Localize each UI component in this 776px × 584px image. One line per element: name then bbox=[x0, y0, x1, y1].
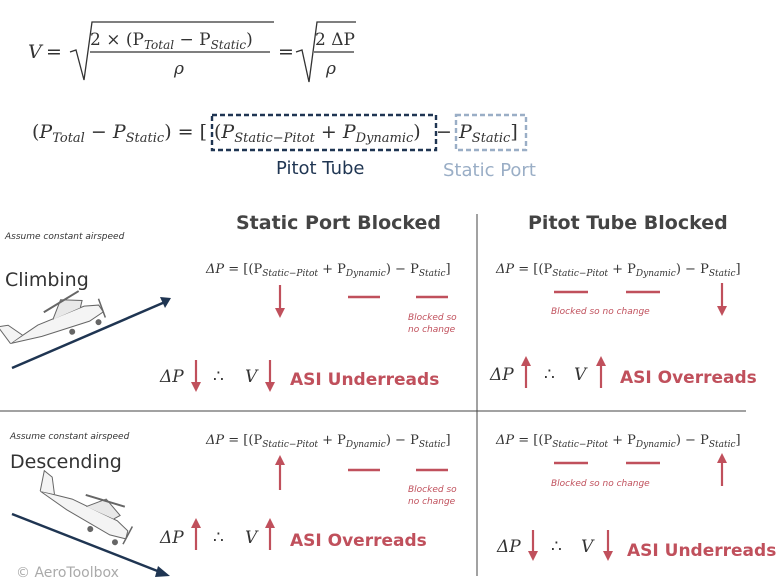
velocity-symbol-small: V bbox=[574, 365, 588, 385]
arrow-up-delta-p bbox=[191, 518, 201, 550]
arrow-up-velocity bbox=[265, 518, 275, 550]
equals-sign-2: = bbox=[278, 41, 294, 63]
velocity-formula: V = 2 × (PTotal − PStatic) ρ = 2 ΔP ρ bbox=[28, 21, 356, 83]
velocity-symbol-small: V bbox=[245, 528, 259, 548]
descending-note: Assume constant airspeed bbox=[9, 432, 130, 442]
descending-label: Descending bbox=[10, 451, 122, 473]
blocked-note: Blocked so no change bbox=[551, 479, 650, 489]
rho-symbol-2: ρ bbox=[325, 59, 336, 79]
eq-desc-static: ΔP = [(PStatic−Pitot + PDynamic) − PStat… bbox=[205, 433, 451, 450]
climb-path-arrowhead bbox=[160, 297, 171, 308]
radical-sign-1 bbox=[69, 21, 274, 81]
delta-p-symbol: ΔP bbox=[159, 528, 184, 548]
arrow-down-static bbox=[717, 283, 727, 316]
aircraft-descending-icon bbox=[39, 469, 134, 546]
pitot-tube-terms: (PStatic−Pitot + PDynamic) bbox=[214, 121, 421, 146]
column-header-static-blocked: Static Port Blocked bbox=[236, 212, 441, 234]
arrow-up-static-pitot bbox=[275, 455, 285, 490]
descent-path-arrowhead bbox=[155, 566, 170, 577]
climb-path-arrow-line bbox=[11, 300, 166, 370]
therefore-symbol: ∴ bbox=[213, 367, 224, 387]
equation-text: ΔP = [(PStatic−Pitot + PDynamic) − PStat… bbox=[205, 433, 451, 450]
rho-symbol-1: ρ bbox=[173, 59, 184, 79]
eq-climb-static: ΔP = [(PStatic−Pitot + PDynamic) − PStat… bbox=[205, 262, 451, 279]
arrow-down-velocity bbox=[603, 530, 613, 561]
result-desc-static: ASI Overreads bbox=[290, 531, 427, 551]
climbing-label: Climbing bbox=[5, 269, 89, 291]
blocked-note-line1: Blocked so bbox=[408, 485, 457, 495]
therefore-symbol: ∴ bbox=[544, 365, 555, 385]
pressure-difference-lhs: (PTotal − PStatic) = [ bbox=[32, 121, 207, 146]
watermark-text: © AeroToolbox bbox=[16, 565, 119, 581]
static-port-box bbox=[454, 113, 528, 152]
descent-path-arrow-line bbox=[11, 512, 161, 574]
equation-text: ΔP = [(PStatic−Pitot + PDynamic) − PStat… bbox=[495, 262, 741, 279]
pitot-tube-box bbox=[210, 113, 438, 152]
equation-text: ΔP = [(PStatic−Pitot + PDynamic) − PStat… bbox=[495, 433, 741, 450]
numerator-2: 2 ΔP bbox=[315, 30, 355, 50]
static-port-term: PStatic] bbox=[458, 121, 518, 146]
column-header-pitot-blocked: Pitot Tube Blocked bbox=[528, 212, 728, 234]
blocked-note-line2: no change bbox=[408, 497, 456, 507]
minus-sign: − bbox=[436, 121, 452, 143]
pitot-tube-label: Pitot Tube bbox=[276, 158, 364, 179]
velocity-symbol: V bbox=[28, 41, 44, 63]
pressure-formula: (PTotal − PStatic) = [ (PStatic−Pitot + … bbox=[32, 113, 536, 181]
velocity-symbol-small: V bbox=[581, 537, 595, 557]
therefore-symbol: ∴ bbox=[213, 528, 224, 548]
aircraft-climbing-icon bbox=[0, 290, 107, 345]
result-climb-pitot: ASI Overreads bbox=[620, 368, 757, 388]
result-climb-static: ASI Underreads bbox=[290, 370, 439, 390]
blocked-note: Blocked so no change bbox=[551, 307, 650, 317]
blocked-note-line2: no change bbox=[408, 325, 456, 335]
delta-p-symbol: ΔP bbox=[159, 367, 184, 387]
radical-sign-2 bbox=[295, 21, 356, 83]
equation-text: ΔP = [(PStatic−Pitot + PDynamic) − PStat… bbox=[205, 262, 451, 279]
eq-desc-pitot: ΔP = [(PStatic−Pitot + PDynamic) − PStat… bbox=[495, 433, 741, 450]
eq-climb-pitot: ΔP = [(PStatic−Pitot + PDynamic) − PStat… bbox=[495, 262, 741, 279]
delta-p-symbol: ΔP bbox=[496, 537, 521, 557]
result-desc-pitot: ASI Underreads bbox=[627, 541, 776, 561]
arrow-up-static bbox=[717, 453, 727, 486]
static-port-label: Static Port bbox=[443, 160, 536, 181]
equals-sign-1: = bbox=[46, 41, 62, 63]
arrow-up-velocity bbox=[596, 356, 606, 388]
climbing-note: Assume constant airspeed bbox=[4, 232, 125, 242]
delta-p-symbol: ΔP bbox=[489, 365, 514, 385]
arrow-up-delta-p bbox=[521, 356, 531, 388]
arrow-down-delta-p bbox=[528, 530, 538, 561]
blocked-note-line1: Blocked so bbox=[408, 313, 457, 323]
arrow-down-static-pitot bbox=[275, 285, 285, 318]
arrow-down-velocity bbox=[265, 360, 275, 392]
numerator-1: 2 × (PTotal − PStatic) bbox=[90, 30, 253, 52]
velocity-symbol-small: V bbox=[245, 367, 259, 387]
therefore-symbol: ∴ bbox=[551, 537, 562, 557]
arrow-down-delta-p bbox=[191, 360, 201, 392]
